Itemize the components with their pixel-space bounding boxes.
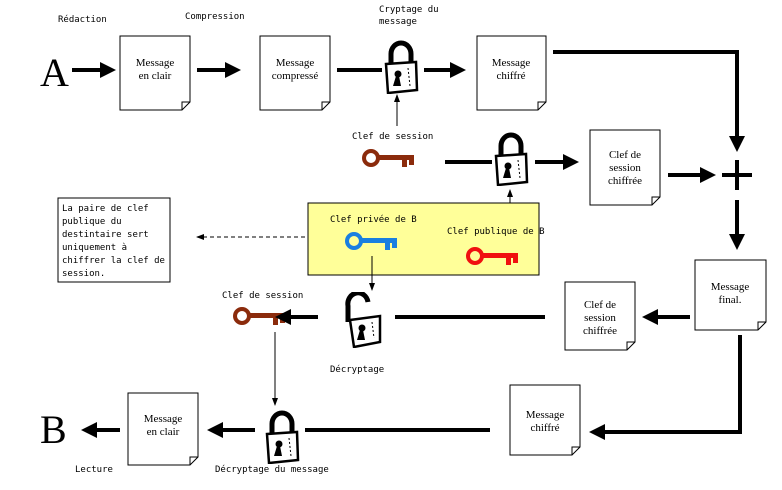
receiver-b: B — [40, 407, 67, 452]
label-cryptage-2: message — [379, 17, 417, 27]
svg-text:en clair: en clair — [139, 70, 172, 82]
svg-text:session: session — [584, 312, 616, 324]
svg-text:Message: Message — [136, 57, 175, 69]
key-pair-box — [307, 202, 540, 276]
svg-text:final.: final. — [719, 294, 742, 306]
svg-text:chiffré: chiffré — [496, 70, 525, 82]
label-decryptage: Décryptage — [330, 364, 384, 375]
doc-message-final: Message final. — [694, 259, 767, 331]
lock-open-icon — [348, 293, 380, 347]
label-clef-privee: Clef privée de B — [330, 214, 417, 225]
arrow — [589, 335, 742, 440]
svg-text:publique du: publique du — [62, 217, 122, 227]
svg-text:Message: Message — [526, 409, 565, 421]
arrow — [553, 50, 745, 152]
label-compression: Compression — [185, 12, 245, 22]
svg-text:Message: Message — [276, 57, 315, 69]
svg-text:chiffré: chiffré — [530, 422, 559, 434]
label-clef-session-top: Clef de session — [352, 132, 433, 142]
label-clef-publique: Clef publique de B — [447, 227, 545, 237]
svg-text:chiffrée: chiffrée — [608, 175, 642, 187]
doc-message-en-clair-top: Message en clair — [119, 35, 191, 111]
svg-text:chiffrer la clef de: chiffrer la clef de — [62, 256, 165, 266]
sender-a: A — [40, 50, 69, 95]
svg-text:Message: Message — [711, 281, 750, 293]
svg-text:en clair: en clair — [147, 426, 180, 438]
svg-text:La paire de clef: La paire de clef — [62, 204, 149, 214]
svg-text:chiffrée: chiffrée — [583, 325, 617, 337]
svg-text:Clef de: Clef de — [584, 299, 616, 311]
svg-text:destintaire sert: destintaire sert — [62, 230, 149, 240]
plus-icon — [722, 160, 752, 190]
note-box: La paire de clef publique du destintaire… — [57, 197, 171, 283]
svg-text:Message: Message — [492, 57, 531, 69]
doc-clef-session-chiffree-bottom: Clef de session chiffrée — [564, 281, 636, 351]
doc-message-chiffre-bottom: Message chiffré — [509, 384, 581, 456]
lock-closed-icon — [496, 135, 527, 185]
svg-text:uniquement à: uniquement à — [62, 243, 127, 253]
doc-clef-session-chiffree-top: Clef de session chiffrée — [589, 129, 661, 206]
label-cryptage-1: Cryptage du — [379, 5, 439, 15]
svg-text:session.: session. — [62, 269, 105, 279]
label-clef-session-bottom: Clef de session — [222, 291, 303, 301]
label-redaction: Rédaction — [58, 14, 107, 25]
lock-closed-icon — [386, 43, 417, 93]
session-key-icon — [362, 149, 416, 169]
lock-closed-icon — [267, 413, 298, 463]
doc-message-chiffre-top: Message chiffré — [476, 35, 547, 111]
label-decryptage-message: Décryptage du message — [215, 464, 329, 475]
svg-text:session: session — [609, 162, 641, 174]
doc-message-en-clair-bottom: Message en clair — [127, 392, 199, 466]
doc-message-compresse: Message compressé — [259, 35, 331, 111]
label-lecture: Lecture — [75, 465, 113, 475]
session-key-icon — [233, 307, 287, 327]
svg-text:Message: Message — [144, 413, 183, 425]
svg-text:compressé: compressé — [272, 70, 319, 82]
svg-text:Clef de: Clef de — [609, 149, 641, 161]
